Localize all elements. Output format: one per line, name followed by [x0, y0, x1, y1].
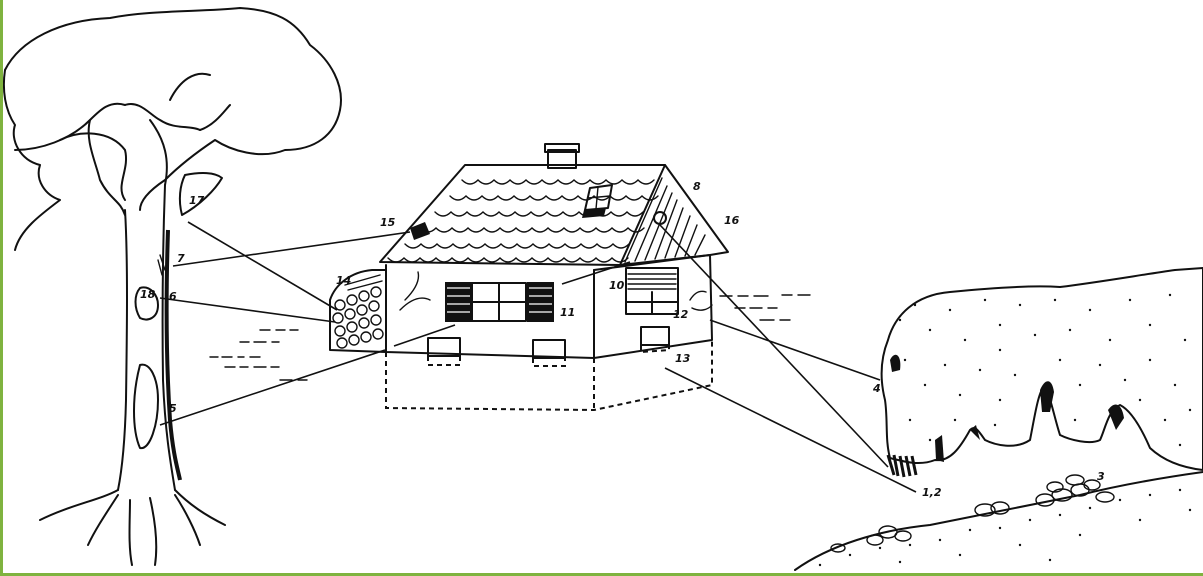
label-3: 3	[1097, 470, 1105, 483]
tree-crown	[5, 8, 341, 210]
tree	[4, 8, 341, 565]
tree-roots	[40, 490, 225, 565]
label-10: 10	[609, 279, 625, 292]
tree-hollow-lower	[134, 365, 158, 448]
tree-trunk	[118, 210, 127, 490]
label-12: 12	[673, 308, 689, 321]
roof-tiles	[388, 180, 658, 262]
frame-edge-left	[0, 0, 3, 576]
label-6: 6	[169, 290, 177, 303]
label-18: 18	[140, 288, 156, 301]
cellar-window-2	[533, 340, 565, 358]
shutter-left	[445, 282, 472, 322]
label-1-2: 1,2	[922, 486, 942, 499]
shutter-right	[527, 282, 554, 322]
label-8: 8	[693, 180, 701, 193]
label-15: 15	[380, 216, 396, 229]
house	[380, 144, 728, 410]
label-16: 16	[724, 214, 740, 227]
grass-marks	[210, 295, 810, 380]
rock-outcrop	[882, 268, 1203, 477]
label-5: 5	[169, 402, 177, 415]
cellar-window-3	[641, 327, 669, 345]
boulders	[831, 475, 1114, 552]
label-14: 14	[336, 274, 351, 287]
label-17: 17	[189, 194, 205, 207]
ground-slope	[795, 472, 1203, 570]
label-4: 4	[872, 382, 881, 395]
rock-speckles	[899, 294, 1191, 446]
label-7: 7	[177, 252, 185, 265]
roller-shutter	[628, 274, 676, 289]
house-gable	[620, 165, 728, 265]
label-11: 11	[560, 306, 575, 319]
number-labels: 1,2 3 4 5 6 7 8 10 11 12 13 14 15 16 17 …	[140, 180, 1105, 499]
label-13: 13	[675, 352, 691, 365]
